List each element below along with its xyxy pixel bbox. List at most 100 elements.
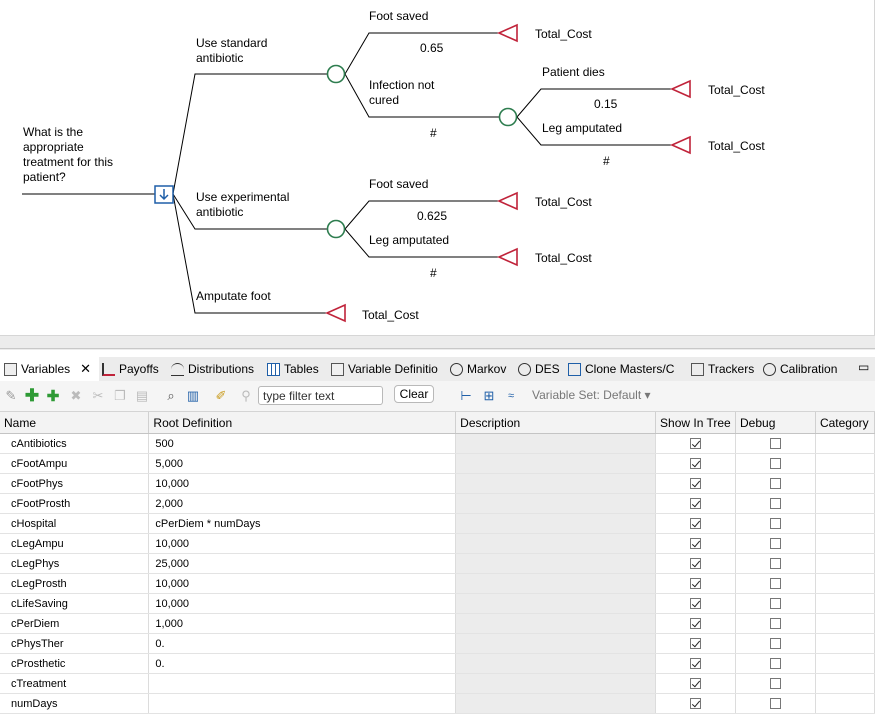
description-cell[interactable]: [455, 433, 657, 454]
show-in-tree-checkbox[interactable]: [690, 578, 701, 590]
table-row[interactable]: cTreatment: [0, 673, 875, 694]
category-cell[interactable]: [815, 593, 875, 614]
show-in-tree-checkbox[interactable]: [690, 598, 701, 610]
sensitivity-icon[interactable]: ≈: [507, 390, 515, 402]
variable-name-cell[interactable]: cProsthetic: [0, 653, 150, 674]
debug-checkbox[interactable]: [769, 618, 781, 630]
variable-name-cell[interactable]: numDays: [0, 693, 150, 714]
minimize-icon[interactable]: ▭: [858, 360, 870, 374]
edit-icon[interactable]: ✎: [5, 388, 17, 403]
description-cell[interactable]: [455, 533, 657, 554]
variable-name-cell[interactable]: cPhysTher: [0, 633, 150, 654]
show-in-tree-checkbox[interactable]: [690, 498, 701, 510]
rename-icon[interactable]: ✂: [92, 388, 104, 403]
category-cell[interactable]: [815, 533, 875, 554]
variable-name-cell[interactable]: cFootAmpu: [0, 453, 150, 474]
column-header-name[interactable]: Name: [0, 412, 150, 434]
copy-icon[interactable]: ❐: [114, 388, 126, 403]
description-cell[interactable]: [455, 473, 657, 494]
column-header-category[interactable]: Category: [815, 412, 875, 434]
description-cell[interactable]: [455, 593, 657, 614]
root-definition-cell[interactable]: [148, 673, 457, 694]
debug-checkbox[interactable]: [769, 638, 781, 650]
variable-name-cell[interactable]: cLegPhys: [0, 553, 150, 574]
category-cell[interactable]: [815, 613, 875, 634]
column-header-root-definition[interactable]: Root Definition: [148, 412, 457, 434]
root-definition-cell[interactable]: 25,000: [148, 553, 457, 574]
variable-set-dropdown[interactable]: Variable Set: Default ▾: [532, 388, 651, 402]
category-cell[interactable]: [815, 473, 875, 494]
variable-name-cell[interactable]: cPerDiem: [0, 613, 150, 634]
debug-checkbox[interactable]: [769, 478, 781, 490]
show-in-tree-checkbox[interactable]: [690, 698, 701, 710]
pin-icon[interactable]: ⚲: [241, 388, 251, 403]
table-row[interactable]: numDays: [0, 693, 875, 714]
add-multiple-icon[interactable]: ✚: [46, 388, 60, 405]
variable-name-cell[interactable]: cHospital: [0, 513, 150, 534]
category-cell[interactable]: [815, 673, 875, 694]
description-cell[interactable]: [455, 513, 657, 534]
panel-separator[interactable]: [0, 336, 875, 350]
root-definition-cell[interactable]: 0.: [148, 633, 457, 654]
tab-variable-definitions[interactable]: Variable Definitio: [331, 357, 438, 381]
category-cell[interactable]: [815, 513, 875, 534]
variable-name-cell[interactable]: cFootPhys: [0, 473, 150, 494]
variable-name-cell[interactable]: cLegProsth: [0, 573, 150, 594]
show-in-tree-checkbox[interactable]: [690, 458, 701, 470]
debug-checkbox[interactable]: [769, 678, 781, 690]
debug-checkbox[interactable]: [769, 498, 781, 510]
filter-input[interactable]: [258, 386, 383, 405]
variable-name-cell[interactable]: cLegAmpu: [0, 533, 150, 554]
debug-checkbox[interactable]: [769, 558, 781, 570]
column-header-debug[interactable]: Debug: [735, 412, 816, 434]
root-definition-cell[interactable]: cPerDiem * numDays: [148, 513, 457, 534]
root-definition-cell[interactable]: 10,000: [148, 533, 457, 554]
category-cell[interactable]: [815, 633, 875, 654]
description-cell[interactable]: [455, 673, 657, 694]
clear-button[interactable]: Clear: [394, 385, 434, 403]
root-definition-cell[interactable]: 10,000: [148, 473, 457, 494]
debug-checkbox[interactable]: [769, 518, 781, 530]
find-icon[interactable]: ⌕: [167, 388, 175, 403]
root-definition-cell[interactable]: 5,000: [148, 453, 457, 474]
close-icon[interactable]: ✕: [80, 361, 92, 376]
variable-name-cell[interactable]: cFootProsth: [0, 493, 150, 514]
category-cell[interactable]: [815, 553, 875, 574]
library-icon[interactable]: ▥: [186, 388, 200, 403]
debug-checkbox[interactable]: [769, 598, 781, 610]
debug-checkbox[interactable]: [769, 658, 781, 670]
decision-tree-canvas[interactable]: What is the appropriate treatment for th…: [0, 0, 875, 336]
hierarchy-icon[interactable]: ⊞: [483, 388, 495, 403]
description-cell[interactable]: [455, 653, 657, 674]
root-definition-cell[interactable]: 0.: [148, 653, 457, 674]
category-cell[interactable]: [815, 653, 875, 674]
show-in-tree-checkbox[interactable]: [690, 558, 701, 570]
tab-calibration[interactable]: Calibration: [763, 357, 837, 381]
tab-distributions[interactable]: Distributions: [171, 357, 254, 381]
category-cell[interactable]: [815, 493, 875, 514]
show-in-tree-checkbox[interactable]: [690, 538, 701, 550]
show-in-tree-checkbox[interactable]: [690, 658, 701, 670]
description-cell[interactable]: [455, 453, 657, 474]
show-in-tree-checkbox[interactable]: [690, 518, 701, 530]
variable-name-cell[interactable]: cLifeSaving: [0, 593, 150, 614]
description-cell[interactable]: [455, 693, 657, 714]
description-cell[interactable]: [455, 613, 657, 634]
debug-checkbox[interactable]: [769, 538, 781, 550]
tab-tables[interactable]: Tables: [267, 357, 319, 381]
show-in-tree-checkbox[interactable]: [690, 478, 701, 490]
tab-markov[interactable]: Markov: [450, 357, 506, 381]
column-header-description[interactable]: Description: [455, 412, 657, 434]
tab-payoffs[interactable]: Payoffs: [102, 357, 159, 381]
show-in-tree-checkbox[interactable]: [690, 678, 701, 690]
